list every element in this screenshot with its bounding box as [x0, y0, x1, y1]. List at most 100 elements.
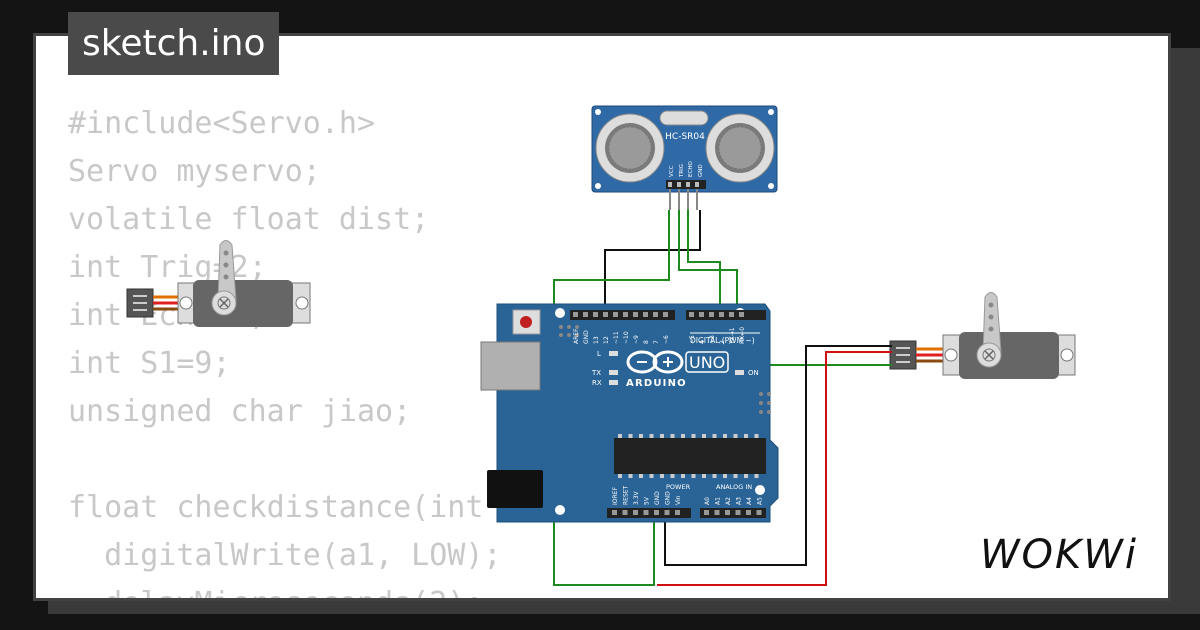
digital-pin-label: ~3: [709, 335, 716, 344]
code-line: int S1=9;: [68, 346, 231, 381]
analog-pin[interactable]: [735, 510, 741, 515]
digital-pin-label: ~9: [633, 335, 640, 344]
power-pin[interactable]: [612, 510, 617, 515]
code-line: delayMicroseconds(2);: [68, 580, 736, 598]
code-line: volatile float dist;: [68, 202, 430, 237]
code-line: Servo myservo;: [68, 154, 321, 189]
power-pin-label: 5V: [644, 496, 651, 505]
crystal-oscillator: [659, 110, 709, 126]
code-line: digitalWrite(a1, LOW);: [68, 538, 502, 573]
sensor-pin-gnd-label: GND: [698, 164, 704, 177]
digital-pin-label: AREF: [573, 328, 580, 344]
analog-pin[interactable]: [756, 510, 762, 515]
digital-pin[interactable]: [719, 312, 724, 317]
digital-pin-label: TX→1: [729, 327, 736, 345]
power-header: [607, 508, 691, 518]
analog-pin-label: A0: [704, 497, 711, 505]
digital-pin[interactable]: [739, 312, 744, 317]
digital-pin[interactable]: [613, 312, 618, 317]
led-tx-label: TX: [591, 369, 601, 377]
led-l-label: L: [597, 350, 601, 358]
wire-sensor-echo: [687, 210, 721, 316]
analog-pin-label: A4: [746, 497, 753, 505]
analog-pin[interactable]: [704, 510, 709, 515]
digital-pin[interactable]: [663, 312, 668, 317]
analog-pin[interactable]: [714, 510, 720, 515]
arduino-brand: ARDUINO: [626, 378, 687, 389]
digital-pin-label: 13: [593, 336, 600, 344]
servo-left[interactable]: [126, 240, 311, 328]
digital-pin-label: GND: [583, 330, 590, 344]
analog-in-label: ANALOG IN: [716, 483, 752, 491]
wire-servo-gnd: [664, 345, 892, 566]
power-pin-label: GND: [665, 491, 672, 505]
analog-pin[interactable]: [725, 510, 730, 515]
dc-power-jack[interactable]: [487, 470, 543, 508]
digital-pin[interactable]: [623, 312, 628, 317]
digital-pin[interactable]: [709, 312, 714, 317]
led-on-label: ON: [748, 369, 759, 377]
power-label: POWER: [666, 483, 691, 491]
servo-right-horn[interactable]: [982, 292, 1002, 353]
power-pin[interactable]: [664, 510, 670, 515]
analog-pin-label: A5: [757, 497, 764, 505]
power-pin-label: GND: [654, 491, 661, 505]
power-pin[interactable]: [643, 510, 649, 515]
sensor-label: HC-SR04: [665, 132, 705, 142]
digital-pin[interactable]: [593, 312, 598, 317]
power-pin-label: RESET: [623, 485, 630, 505]
digital-header-left: [570, 310, 675, 320]
digital-pin[interactable]: [689, 312, 694, 317]
digital-pin-label: ~11: [613, 331, 620, 344]
analog-pin-label: A3: [736, 497, 743, 505]
sketch-filename-tab[interactable]: sketch.ino: [68, 12, 280, 75]
code-line: unsigned char jiao;: [68, 394, 412, 429]
arduino-logo-icon: [626, 350, 684, 374]
digital-pin[interactable]: [583, 312, 588, 317]
servo-left-body: [193, 280, 293, 327]
digital-pwm-label: DIGITAL (PWM ~): [690, 336, 755, 345]
servo-right-body: [959, 332, 1059, 379]
led-rx-label: RX: [592, 379, 602, 387]
sensor-pin-vcc-label: VCC: [669, 165, 675, 177]
servo-right[interactable]: [889, 292, 1076, 380]
ultrasonic-sensor[interactable]: HC-SR04 VCC TRIG ECHO GND: [591, 105, 778, 193]
analog-pin[interactable]: [746, 510, 751, 515]
digital-pin-label: 4: [699, 340, 706, 344]
digital-pin[interactable]: [729, 312, 734, 317]
wire-servo-vcc: [657, 351, 892, 586]
digital-pin-label: 12: [603, 336, 610, 344]
servo-left-horn[interactable]: [217, 240, 237, 301]
digital-pin-label: 7: [653, 340, 660, 344]
digital-pin[interactable]: [699, 312, 704, 317]
arduino-model: UNO: [689, 353, 725, 372]
sensor-transducer-left: [595, 113, 665, 183]
digital-pin[interactable]: [653, 312, 658, 317]
digital-pin-label: ~6: [663, 335, 670, 344]
digital-header-right: [686, 310, 766, 320]
wire-sensor-trig: [678, 210, 738, 316]
power-pin[interactable]: [622, 510, 628, 515]
digital-pin[interactable]: [643, 312, 648, 317]
sensor-transducer-right: [705, 113, 775, 183]
analog-pin-label: A1: [715, 497, 722, 505]
digital-pin-label: ~5: [689, 335, 696, 344]
atmega-chip: [614, 438, 766, 474]
power-pin[interactable]: [654, 510, 659, 515]
sensor-pin-echo-label: ECHO: [688, 161, 694, 177]
power-pin[interactable]: [633, 510, 638, 515]
usb-port[interactable]: [480, 341, 541, 391]
power-pin-label: 3.3V: [633, 490, 640, 505]
wokwi-logo: WOKWi: [980, 532, 1138, 578]
wire-sensor-gnd: [604, 210, 701, 316]
analog-pin-label: A2: [725, 497, 732, 505]
digital-pin[interactable]: [633, 312, 638, 317]
digital-pin[interactable]: [573, 312, 578, 317]
power-pin[interactable]: [675, 510, 680, 515]
digital-pin[interactable]: [603, 312, 608, 317]
digital-pin-label: 8: [643, 340, 650, 344]
digital-pin-label: 2: [719, 340, 726, 344]
power-pin-label: Vin: [675, 495, 682, 505]
